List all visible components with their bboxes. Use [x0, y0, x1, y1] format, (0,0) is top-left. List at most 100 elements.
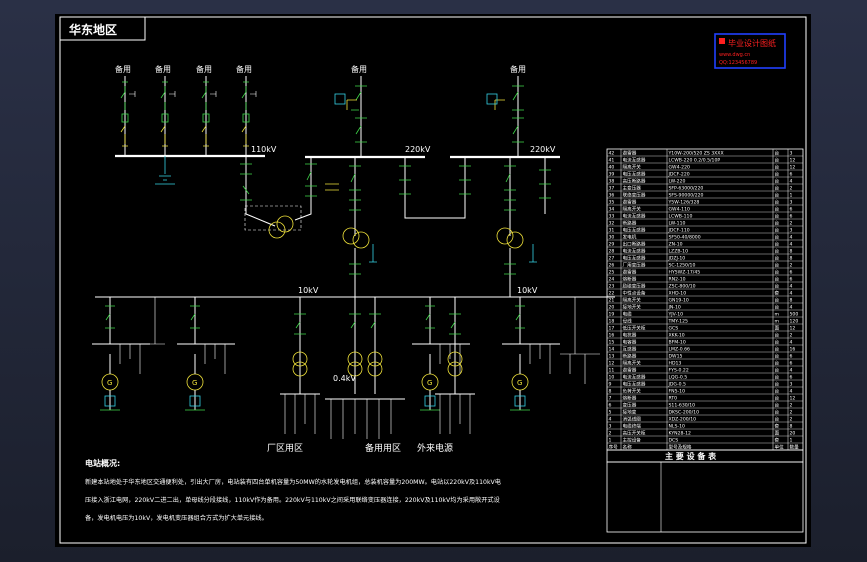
feeder-label-1: 备用: [115, 64, 131, 74]
table-cell: 高压断路器: [623, 177, 646, 184]
label-10kv-right: 10kV: [517, 286, 538, 295]
table-cell: 台: [775, 373, 780, 380]
table-title-block: [606, 461, 804, 533]
table-cell: FYS-0.22: [669, 367, 689, 373]
table-cell: 30: [609, 234, 615, 240]
table-cell: 台: [775, 261, 780, 268]
table-cell: 负荷开关: [623, 387, 642, 394]
table-cell: SFS-90000/220: [669, 192, 704, 198]
table-cell: 3: [790, 150, 793, 156]
table-cell: 接地变: [623, 408, 637, 415]
table-cell: 互感器: [623, 345, 637, 352]
table-cell: 17: [609, 325, 615, 331]
table-cell: 12: [790, 157, 796, 163]
notes-line-2: 压接入浙江电网，220kV二进二出，单母线分段接线，110kV作为备用。220k…: [85, 496, 500, 504]
table-cell: LQG-0.5: [669, 374, 688, 380]
table-cell: FN5-10: [669, 388, 686, 394]
feeder-220kv-left: [334, 76, 367, 157]
table-cell: 120: [790, 318, 799, 324]
table-cell: 40: [609, 164, 615, 170]
table-cell: 38: [609, 178, 615, 184]
table-cell: GCS: [669, 325, 679, 331]
table-cell: 6: [790, 360, 793, 366]
table-cell: 消弧线圈: [623, 415, 642, 422]
table-cell: 4: [790, 290, 793, 296]
table-cell: 16: [790, 346, 796, 352]
table-cell: LCWB-220 0.2/0.5/10P: [669, 157, 721, 163]
svg-text:G: G: [107, 379, 112, 387]
table-cell: 3: [790, 381, 793, 387]
table-cell: GW4-220: [669, 164, 691, 170]
table-cell: 台: [775, 303, 780, 310]
bus-110kv-pt: [155, 156, 175, 185]
table-cell: 32: [609, 220, 615, 226]
table-cell: DCS: [669, 437, 679, 443]
drawing-sheet: 华东地区 毕业设计图纸 www.dwg.cn QQ:123456789 备用 备…: [55, 14, 811, 547]
table-cell: 28: [609, 248, 615, 254]
feeder-220kv-right: [486, 76, 524, 157]
table-cell: 31: [609, 227, 615, 233]
table-cell: 数量: [790, 443, 800, 450]
table-cell: 台: [775, 387, 780, 394]
table-cell: 1: [790, 437, 793, 443]
table-cell: TMY-125: [668, 318, 689, 324]
table-cell: 台: [775, 366, 780, 373]
table-cell: 接地开关: [623, 303, 642, 310]
table-cell: m: [775, 319, 780, 324]
table-cell: 15: [609, 339, 615, 345]
table-cell: 台: [775, 247, 780, 254]
table-cell: ZSC-800/10: [669, 283, 696, 289]
table-cell: 台: [775, 163, 780, 170]
table-cell: 台: [775, 198, 780, 205]
table-cell: 套: [775, 289, 780, 296]
table-cell: JDCF-220: [668, 171, 690, 177]
table-cell: 35: [609, 199, 615, 205]
table-cell: 主控设备: [623, 436, 642, 443]
table-cell: 3: [609, 423, 612, 429]
feeder-label-6: 备用: [510, 64, 526, 74]
table-cell: 4: [790, 283, 793, 289]
table-cell: 19: [609, 311, 615, 317]
table-cell: 台: [775, 275, 780, 282]
table-cell: 电流互感器: [623, 156, 646, 163]
table-cell: 台: [775, 149, 780, 156]
table-cell: 2: [790, 402, 793, 408]
feeders-110kv: [120, 76, 257, 156]
table-cell: 3: [790, 199, 793, 205]
table-cell: NLS-10: [669, 423, 685, 429]
table-cell: 2: [790, 262, 793, 268]
bottom-label-outside: 外来电源: [417, 442, 453, 454]
table-cell: 4: [790, 304, 793, 310]
table-cell: 中性点设备: [623, 289, 646, 296]
single-line-diagram: 华东地区 毕业设计图纸 www.dwg.cn QQ:123456789 备用 备…: [59, 16, 807, 544]
table-cell: 高压开关柜: [623, 429, 646, 436]
table-cell: 台: [775, 380, 780, 387]
table-cell: 20: [790, 430, 796, 436]
table-cell: Y10W-200/520 ZS 3XXX: [668, 150, 724, 156]
table-cell: DW15: [669, 353, 683, 359]
table-cell: 25: [609, 269, 615, 275]
table-cell: 26: [609, 262, 615, 268]
table-cell: 2: [790, 220, 793, 226]
table-cell: 23: [609, 283, 615, 289]
table-cell: 断路器: [623, 352, 637, 359]
table-cell: 6: [609, 402, 612, 408]
table-cell: 9: [609, 381, 612, 387]
table-cell: LW-220: [669, 178, 686, 184]
table-cell: LCWB-110: [669, 213, 693, 219]
table-cell: XDZ-200/10: [669, 416, 697, 422]
